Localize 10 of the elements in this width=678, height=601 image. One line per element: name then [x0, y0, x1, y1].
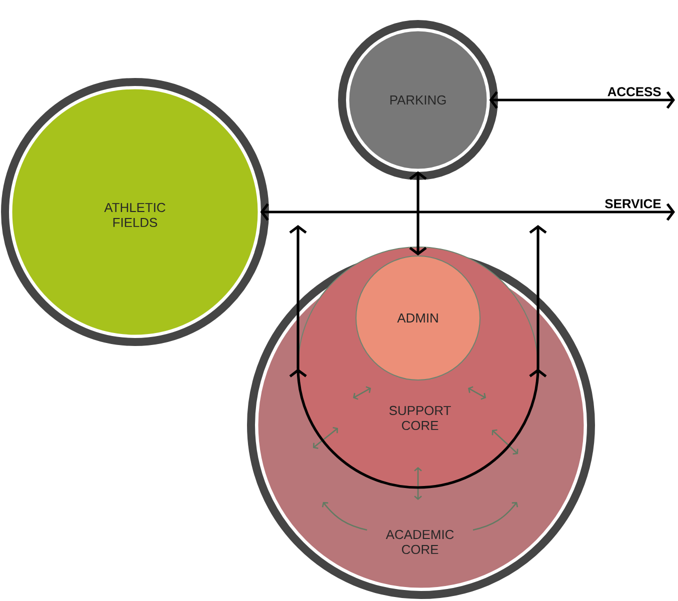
edge-label: SERVICE: [605, 199, 661, 208]
circle-node: ADMIN: [356, 256, 480, 380]
arrow: [289, 225, 418, 489]
circle-node: PARKING: [338, 20, 498, 180]
arrow: [409, 171, 427, 256]
arrow: [418, 225, 547, 489]
edge-label: ACCESS: [608, 87, 661, 96]
arrow: [260, 203, 675, 221]
arrow: [489, 91, 675, 109]
circle-node: ATHLETIC FIELDS: [1, 78, 269, 346]
